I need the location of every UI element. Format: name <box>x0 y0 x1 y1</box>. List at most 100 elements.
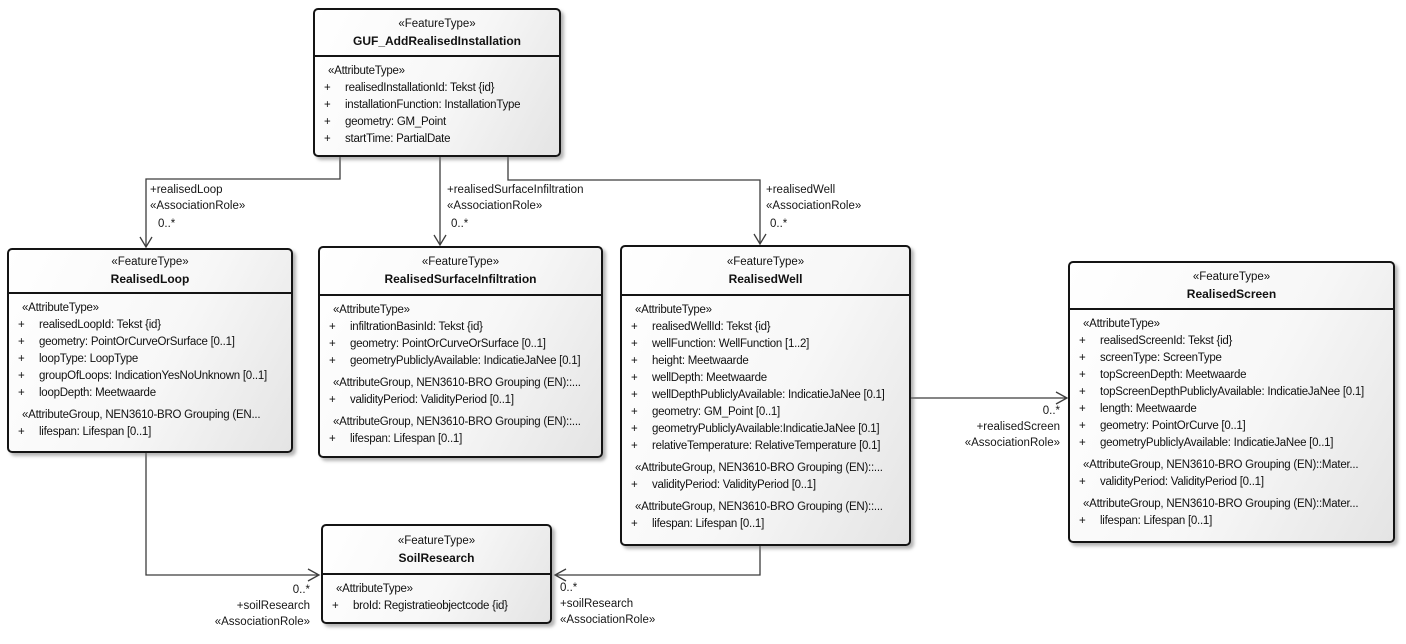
visibility-plus-sign: + <box>332 600 339 612</box>
attribute-text: relativeTemperature: RelativeTemperature… <box>652 440 881 452</box>
class-guf-addrealisedinstallation[interactable]: «FeatureType» GUF_AddRealisedInstallatio… <box>313 8 561 157</box>
attribute-row: + height: Meetwaarde <box>622 353 909 370</box>
association-stereotype-label: «AssociationRole» <box>964 437 1060 449</box>
visibility-plus-sign: + <box>1079 420 1086 432</box>
attribute-row: + validityPeriod: ValidityPeriod [0..1] <box>622 477 909 494</box>
attribute-text: topScreenDepthPubliclyAvailable: Indicat… <box>1100 386 1364 398</box>
class-name: RealisedWell <box>728 272 803 286</box>
association-role-label: +soilResearch <box>236 600 310 612</box>
attribute-group-header: «AttributeGroup, NEN3610-BRO Grouping (E… <box>635 462 883 474</box>
attribute-group-header: «AttributeType» <box>635 304 712 316</box>
association-soilResearch-from-well-line <box>556 546 761 576</box>
attribute-text: lifespan: Lifespan [0..1] <box>39 426 152 438</box>
association-role-label: +realisedWell <box>766 184 836 196</box>
association-stereotype-label: «AssociationRole» <box>560 614 656 626</box>
visibility-plus-sign: + <box>1079 352 1086 364</box>
attribute-row: +startTime: PartialDate <box>315 131 559 148</box>
visibility-plus-sign: + <box>18 336 25 348</box>
attribute-compartment: «AttributeType»+realisedInstallationId: … <box>315 57 559 148</box>
visibility-plus-sign: + <box>324 116 331 128</box>
attribute-compartment: «AttributeType»+realisedScreenId: Tekst … <box>1070 310 1393 530</box>
association-multiplicity-label: 0..* <box>560 582 578 594</box>
attribute-row: +realisedWellId: Tekst {id} <box>622 319 909 336</box>
visibility-plus-sign: + <box>1079 476 1086 488</box>
visibility-plus-sign: + <box>631 423 638 435</box>
visibility-plus-sign: + <box>631 355 638 367</box>
attribute-text: validityPeriod: ValidityPeriod [0..1] <box>652 479 816 491</box>
attribute-row: +infiltrationBasinId: Tekst {id} <box>320 319 601 336</box>
attribute-row: + geometryPubliclyAvailable:IndicatieJaNe… <box>622 421 909 438</box>
class-stereotype: «FeatureType» <box>1192 271 1271 283</box>
class-realisedloop[interactable]: «FeatureType» RealisedLoop «AttributeTyp… <box>7 248 293 453</box>
attribute-group-header: «AttributeGroup, NEN3610-BRO Grouping (E… <box>1083 498 1359 510</box>
class-name: GUF_AddRealisedInstallation <box>352 34 522 48</box>
visibility-plus-sign: + <box>1079 403 1086 415</box>
association-realisedWell-line <box>507 157 761 243</box>
visibility-plus-sign: + <box>1079 437 1086 449</box>
attribute-row: +realisedLoopId: Tekst {id} <box>9 317 291 334</box>
attribute-text: validityPeriod: ValidityPeriod [0..1] <box>350 394 514 406</box>
class-realisedsurfaceinfiltration[interactable]: «FeatureType» RealisedSurfaceInfiltratio… <box>318 246 603 458</box>
visibility-plus-sign: + <box>324 133 331 145</box>
attribute-text: wellDepthPubliclyAvailable: IndicatieJaN… <box>652 389 885 401</box>
visibility-plus-sign: + <box>631 338 638 350</box>
attribute-text: realisedInstallationId: Tekst {id} <box>345 82 495 94</box>
attribute-group-header: «AttributeGroup, NEN3610-BRO Grouping (E… <box>635 501 883 513</box>
attribute-row: +wellFunction: WellFunction [1..2] <box>622 336 909 353</box>
class-title: «FeatureType» GUF_AddRealisedInstallatio… <box>315 10 559 57</box>
visibility-plus-sign: + <box>324 82 331 94</box>
visibility-plus-sign: + <box>1079 515 1086 527</box>
attribute-text: screenType: ScreenType <box>1100 352 1222 364</box>
attribute-text: geometry: PointOrCurveOrSurface [0..1] <box>350 338 546 350</box>
attribute-compartment: «AttributeType»+realisedLoopId: Tekst {i… <box>9 294 291 441</box>
visibility-plus-sign: + <box>631 440 638 452</box>
association-stereotype-label: «AssociationRole» <box>447 200 543 212</box>
class-title: «FeatureType» SoilResearch <box>323 526 550 575</box>
visibility-plus-sign: + <box>329 321 336 333</box>
visibility-plus-sign: + <box>329 394 336 406</box>
attribute-text: geometryPubliclyAvailable: IndicatieJaNe… <box>1100 437 1334 449</box>
attribute-text: geometry: PointOrCurve [0..1] <box>1100 420 1246 432</box>
class-name: RealisedSurfaceInfiltration <box>384 272 537 286</box>
class-title: «FeatureType» RealisedScreen <box>1070 263 1393 310</box>
visibility-plus-sign: + <box>1079 369 1086 381</box>
attribute-row: +length: Meetwaarde <box>1070 401 1393 418</box>
attribute-text: geometryPubliclyAvailable:IndicatieJaNee… <box>652 423 880 435</box>
attribute-compartment: «AttributeType»+broId: Registratieobject… <box>323 575 550 615</box>
attribute-row: + screenType: ScreenType <box>1070 350 1393 367</box>
class-realisedwell[interactable]: «FeatureType» RealisedWell «AttributeTyp… <box>620 245 911 546</box>
attribute-text: groupOfLoops: IndicationYesNoUnknown [0.… <box>39 370 267 382</box>
attribute-text: height: Meetwaarde <box>652 355 749 367</box>
class-realisedscreen[interactable]: «FeatureType» RealisedScreen «AttributeT… <box>1068 261 1395 543</box>
attribute-group-header: «AttributeType» <box>336 583 413 595</box>
attribute-text: loopType: LoopType <box>39 353 139 365</box>
attribute-text: geometry: GM_Point [0..1] <box>652 406 780 418</box>
visibility-plus-sign: + <box>631 479 638 491</box>
arrowhead-right-realisedScreen <box>1055 391 1069 405</box>
attribute-group-header: «AttributeType» <box>1083 318 1160 330</box>
association-role-label: +soilResearch <box>560 598 634 610</box>
attribute-row: +lifespan: Lifespan [0..1] <box>622 516 909 533</box>
attribute-row: +geometry: GM_Point [0..1] <box>622 404 909 421</box>
class-title: «FeatureType» RealisedSurfaceInfiltratio… <box>320 248 601 296</box>
class-name: RealisedScreen <box>1186 287 1277 301</box>
visibility-plus-sign: + <box>1079 335 1086 347</box>
class-soilresearch[interactable]: «FeatureType» SoilResearch «AttributeTyp… <box>321 524 552 624</box>
visibility-plus-sign: + <box>18 387 25 399</box>
attribute-compartment: «AttributeType»+infiltrationBasinId: Tek… <box>320 296 601 448</box>
attribute-compartment: «AttributeType» +realisedWellId: Tekst {i… <box>622 296 909 533</box>
attribute-row: +lifespan: Lifespan [0..1] <box>320 431 601 448</box>
class-stereotype: «FeatureType» <box>726 256 805 268</box>
class-title: «FeatureType» RealisedLoop <box>9 250 291 294</box>
visibility-plus-sign: + <box>18 370 25 382</box>
visibility-plus-sign: + <box>631 372 638 384</box>
attribute-text: wellDepth: Meetwaarde <box>652 372 767 384</box>
attribute-row: + geometryPubliclyAvailable: IndicatieJaN… <box>1070 435 1393 452</box>
attribute-group-header: «AttributeType» <box>22 302 99 314</box>
visibility-plus-sign: + <box>329 433 336 445</box>
visibility-plus-sign: + <box>329 355 336 367</box>
class-stereotype: «FeatureType» <box>421 256 500 268</box>
attribute-group-header: «AttributeGroup, NEN3610-BRO Grouping (E… <box>1083 459 1359 471</box>
attribute-text: realisedLoopId: Tekst {id} <box>39 319 161 331</box>
